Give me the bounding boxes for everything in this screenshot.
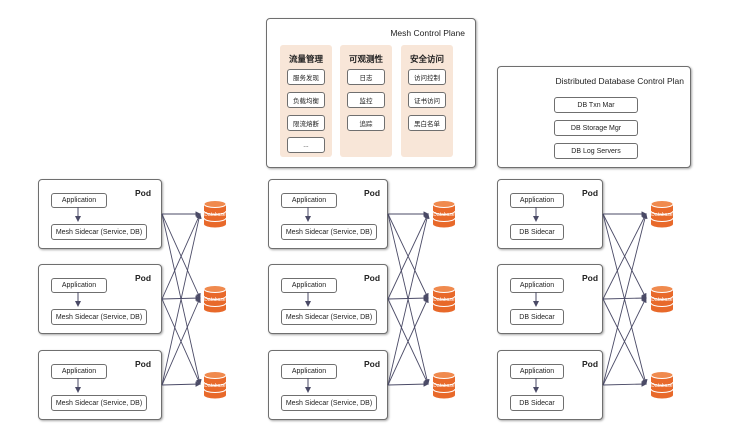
tracing-item: 追踪: [347, 115, 385, 131]
db-sidecar-box: DB Sidecar: [510, 309, 564, 325]
application-box: Application: [281, 278, 337, 293]
database-icon: Database: [650, 200, 674, 228]
application-box: Application: [51, 193, 107, 208]
mesh-sidecar-box: Mesh Sidecar (Service, DB): [51, 224, 147, 240]
database-label: Database: [204, 297, 226, 303]
observability-header: 可观测性: [348, 54, 383, 64]
pod: Pod Application DB Sidecar: [497, 179, 603, 249]
mesh-sidecar-box: Mesh Sidecar (Service, DB): [51, 395, 147, 411]
database-icon: Database: [650, 371, 674, 399]
database-icon: Database: [203, 371, 227, 399]
pod-title: Pod: [582, 273, 599, 283]
service-discovery-item: 服务发现: [287, 69, 325, 85]
more-item: ...: [287, 137, 325, 153]
security-access-header: 安全访问: [409, 54, 444, 64]
mesh-sidecar-box: Mesh Sidecar (Service, DB): [281, 309, 377, 325]
pod-database-links: [602, 211, 648, 387]
database-label: Database: [433, 383, 455, 389]
db-sidecar-box: DB Sidecar: [510, 395, 564, 411]
database-icon: Database: [432, 285, 456, 313]
application-box: Application: [51, 278, 107, 293]
db-txn-mgr-item: DB Txn Mar: [554, 97, 638, 113]
database-label: Database: [204, 383, 226, 389]
database-label: Database: [204, 212, 226, 218]
application-box: Application: [510, 364, 564, 379]
pod-database-links: [387, 211, 430, 387]
db-sidecar-box: DB Sidecar: [510, 224, 564, 240]
allow-deny-list-item: 黑白名单: [408, 115, 446, 131]
mesh-sidecar-box: Mesh Sidecar (Service, DB): [51, 309, 147, 325]
pod-title: Pod: [582, 359, 599, 369]
traffic-management-header: 流量管理: [288, 54, 323, 64]
database-label: Database: [433, 212, 455, 218]
mesh-control-plane-title: Mesh Control Plane: [390, 28, 465, 38]
pod: Pod Application Mesh Sidecar (Service, D…: [268, 350, 388, 420]
database-label: Database: [651, 297, 673, 303]
pod-title: Pod: [135, 188, 152, 198]
db-control-plane: Distributed Database Control Plan DB Txn…: [497, 66, 691, 168]
database-label: Database: [433, 297, 455, 303]
db-storage-mgr-item: DB Storage Mgr: [554, 120, 638, 136]
pod: Pod Application Mesh Sidecar (Service, D…: [268, 179, 388, 249]
pod-title: Pod: [135, 359, 152, 369]
database-label: Database: [651, 212, 673, 218]
pod-title: Pod: [582, 188, 599, 198]
application-box: Application: [510, 193, 564, 208]
pod: Pod Application Mesh Sidecar (Service, D…: [268, 264, 388, 334]
pod-database-links: [161, 211, 202, 387]
db-control-plane-title: Distributed Database Control Plan: [555, 76, 684, 86]
rate-limit-circuit-breaker-item: 限流熔断: [287, 115, 325, 131]
mesh-control-plane: Mesh Control Plane 流量管理 服务发现 负载均衡 限流熔断 .…: [266, 18, 476, 168]
database-icon: Database: [203, 285, 227, 313]
pod: Pod Application Mesh Sidecar (Service, D…: [38, 350, 162, 420]
certificate-access-item: 证书访问: [408, 92, 446, 108]
access-control-item: 访问控制: [408, 69, 446, 85]
application-box: Application: [51, 364, 107, 379]
app-to-sidecar-arrows: [75, 207, 539, 393]
mesh-sidecar-box: Mesh Sidecar (Service, DB): [281, 224, 377, 240]
traffic-management-column: 流量管理 服务发现 负载均衡 限流熔断 ...: [280, 45, 332, 157]
pod: Pod Application DB Sidecar: [497, 350, 603, 420]
database-icon: Database: [432, 371, 456, 399]
database-label: Database: [651, 383, 673, 389]
db-log-servers-item: DB Log Servers: [554, 143, 638, 159]
pod: Pod Application DB Sidecar: [497, 264, 603, 334]
database-icon: Database: [432, 200, 456, 228]
pod: Pod Application Mesh Sidecar (Service, D…: [38, 179, 162, 249]
mesh-sidecar-box: Mesh Sidecar (Service, DB): [281, 395, 377, 411]
pod-title: Pod: [364, 188, 381, 198]
application-box: Application: [510, 278, 564, 293]
pod-title: Pod: [364, 359, 381, 369]
database-icon: Database: [203, 200, 227, 228]
application-box: Application: [281, 193, 337, 208]
pod-title: Pod: [135, 273, 152, 283]
observability-column: 可观测性 日志 监控 追踪: [340, 45, 392, 157]
database-icon: Database: [650, 285, 674, 313]
logging-item: 日志: [347, 69, 385, 85]
pod-title: Pod: [364, 273, 381, 283]
pod: Pod Application Mesh Sidecar (Service, D…: [38, 264, 162, 334]
security-access-column: 安全访问 访问控制 证书访问 黑白名单: [401, 45, 453, 157]
load-balancing-item: 负载均衡: [287, 92, 325, 108]
application-box: Application: [281, 364, 337, 379]
monitoring-item: 监控: [347, 92, 385, 108]
